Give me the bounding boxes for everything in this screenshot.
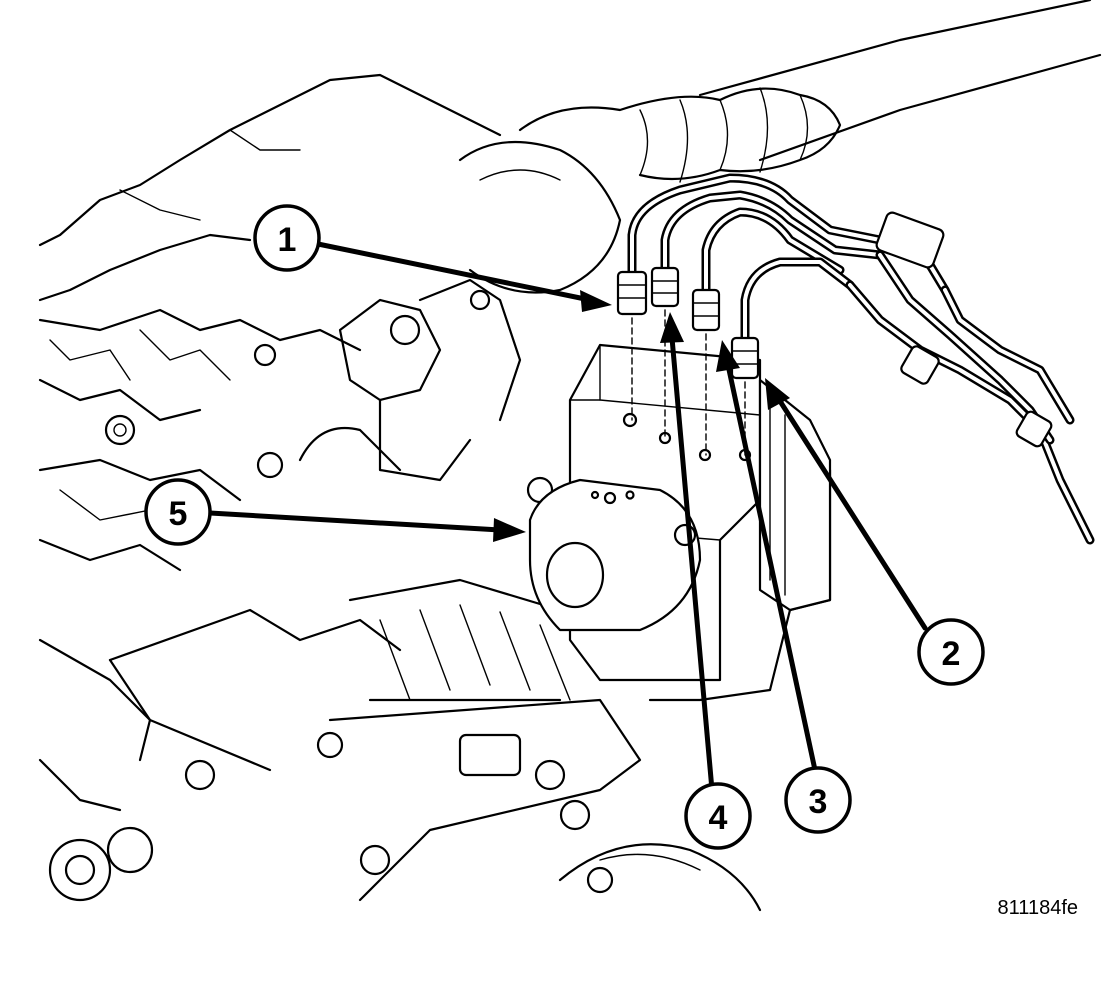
figure-code: 811184fe: [997, 897, 1078, 919]
leader-4: [669, 335, 715, 793]
arrow-3: [716, 340, 740, 372]
leader-3: [725, 362, 818, 773]
leader-5: [207, 510, 503, 533]
callout-4-number: 4: [709, 799, 728, 837]
callout-1: 1: [253, 204, 321, 272]
callout-5-number: 5: [169, 495, 188, 533]
engine-background: [38, 0, 1102, 912]
callout-5: 5: [144, 478, 212, 546]
leader-1: [315, 241, 593, 303]
leader-2: [775, 395, 928, 631]
callout-3: 3: [784, 766, 852, 834]
arrow-1: [580, 290, 612, 312]
arrow-2: [765, 378, 790, 410]
callout-2-number: 2: [942, 635, 961, 673]
callout-1-number: 1: [278, 221, 297, 259]
callout-2: 2: [917, 618, 985, 686]
callout-leaders: [207, 241, 928, 793]
callout-3-number: 3: [809, 783, 828, 821]
arrow-5: [493, 518, 526, 542]
callout-4: 4: [684, 782, 752, 850]
arrow-4: [660, 312, 684, 343]
abs-module: [528, 343, 832, 682]
